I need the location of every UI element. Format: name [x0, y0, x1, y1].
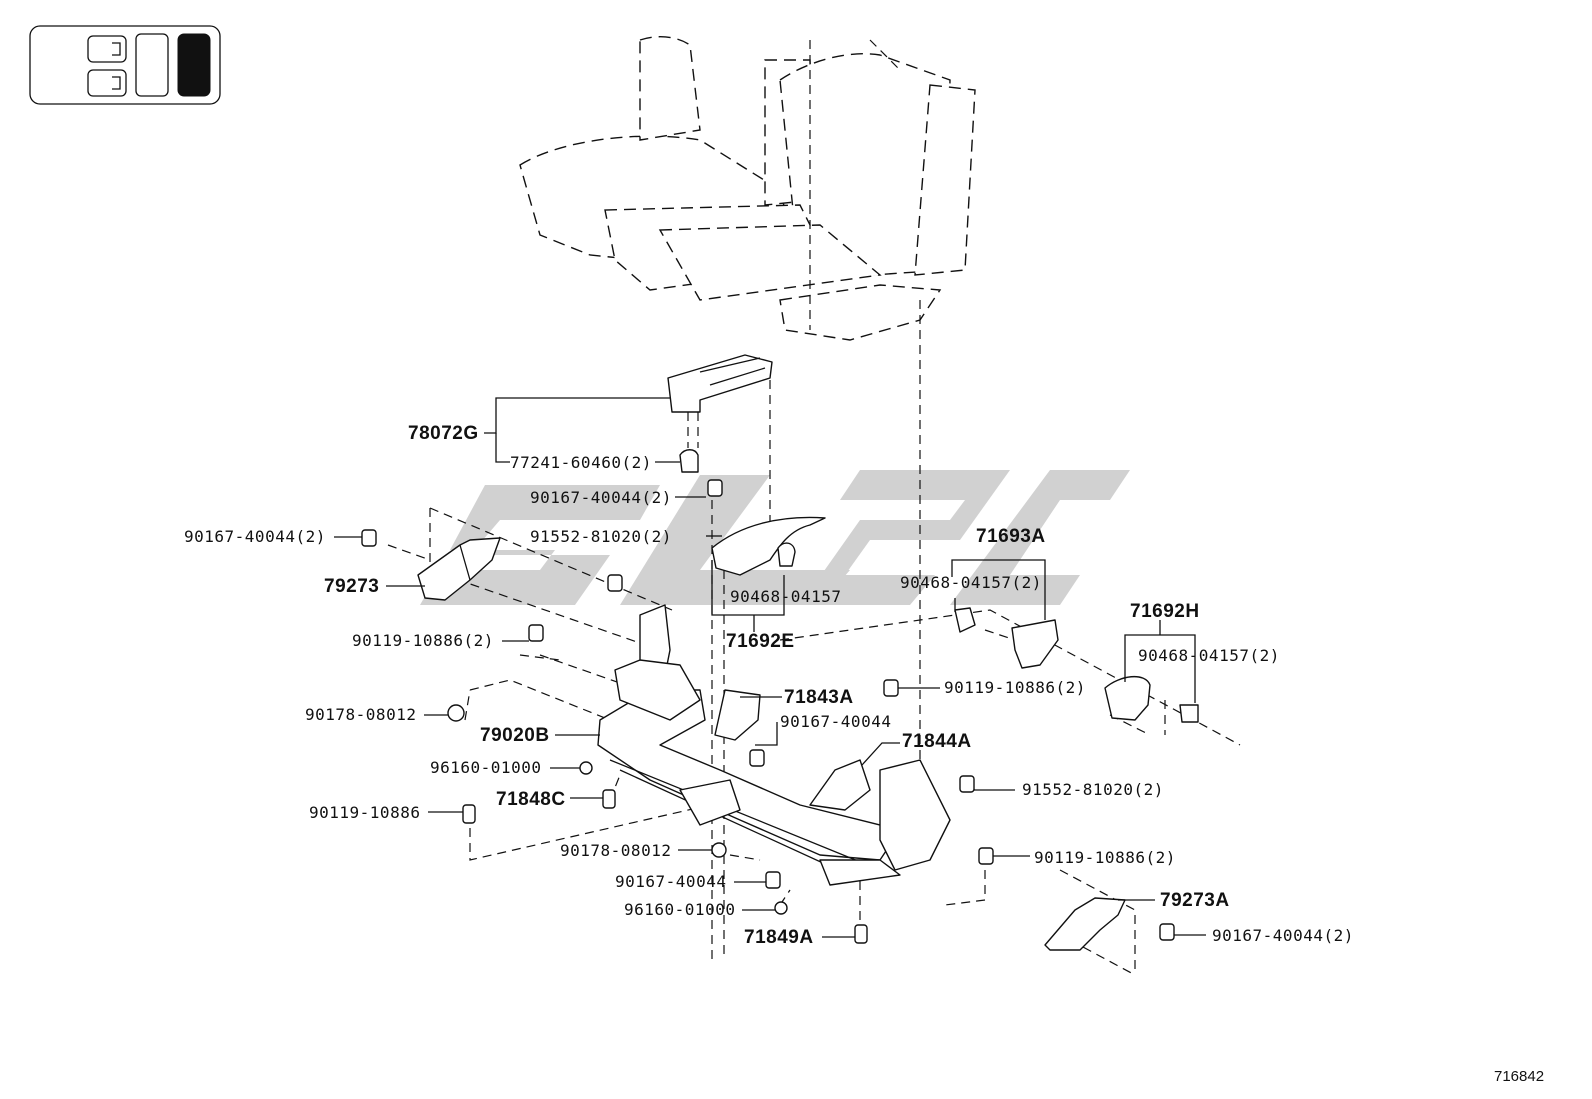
label-71849A: 71849A [744, 927, 814, 948]
label-71843A: 71843A [784, 687, 854, 708]
label-90167-40044-mid: 90167-40044 [780, 712, 891, 731]
label-90167-40044-left: 90167-40044(2) [184, 527, 326, 546]
label-71844A: 71844A [902, 731, 972, 752]
label-91552-81020-top: 91552-81020(2) [530, 527, 672, 546]
figure-number: 716842 [1494, 1068, 1544, 1085]
seat-assembly-outline [519, 36, 976, 341]
watermark-logo [420, 470, 1130, 605]
label-90119-10886-lower: 90119-10886 [309, 803, 420, 822]
label-90178-08012-lower: 90178-08012 [560, 841, 671, 860]
label-90119-10886-right: 90119-10886(2) [944, 678, 1086, 697]
label-71693A: 71693A [976, 526, 1046, 547]
label-90468-04157-71693A: 90468-04157(2) [900, 573, 1042, 592]
label-90178-08012-left: 90178-08012 [305, 705, 416, 724]
label-96160-01000-lower: 96160-01000 [624, 900, 735, 919]
label-78072G: 78072G [408, 423, 479, 444]
parts-line-art [361, 479, 1199, 951]
label-90468-04157: 90468-04157 [730, 587, 841, 606]
label-71848C: 71848C [496, 789, 566, 810]
label-71692H: 71692H [1130, 601, 1200, 622]
label-71692E: 71692E [726, 631, 795, 652]
label-90119-10886-lower-right: 90119-10886(2) [1034, 848, 1176, 867]
label-96160-01000-upper: 96160-01000 [430, 758, 541, 777]
seat-position-locator-icon [29, 25, 221, 105]
label-79273: 79273 [324, 576, 379, 597]
label-90167-40044-top: 90167-40044(2) [530, 488, 672, 507]
armrest-cover-78072G [667, 354, 773, 473]
leader-lines [334, 397, 1206, 938]
label-91552-81020-right: 91552-81020(2) [1022, 780, 1164, 799]
label-77241-60460: 77241-60460(2) [510, 453, 652, 472]
label-90167-40044-lower-right: 90167-40044(2) [1212, 926, 1354, 945]
label-90119-10886-upper: 90119-10886(2) [352, 631, 494, 650]
label-79273A: 79273A [1160, 890, 1230, 911]
label-90468-04157-71692H: 90468-04157(2) [1138, 646, 1280, 665]
assembly-guide-lines [387, 300, 1241, 976]
label-90167-40044-lower: 90167-40044 [615, 872, 726, 891]
label-79020B: 79020B [480, 725, 550, 746]
part-labels: 78072G 77241-60460(2) 90167-40044(2) 901… [184, 423, 1354, 948]
